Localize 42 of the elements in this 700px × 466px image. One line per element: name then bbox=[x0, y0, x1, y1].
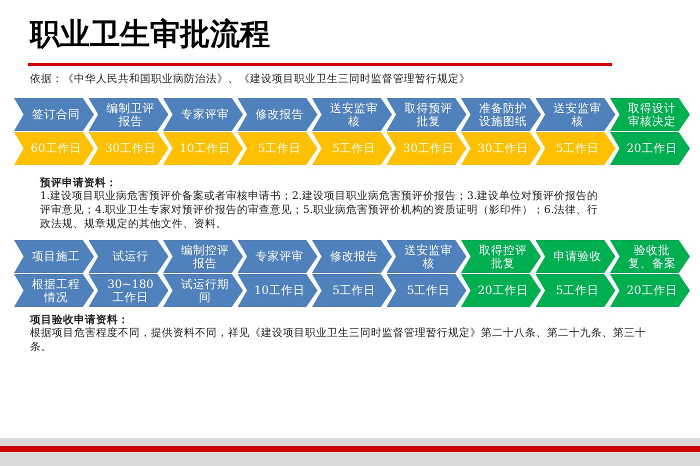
chevron-step: 项目施工 bbox=[14, 240, 94, 273]
chevron-step: 送安监审核 bbox=[312, 98, 392, 131]
requirements-paragraph: 1.建设项目职业病危害预评价备案或者审核申请书；2.建设项目职业病危害预评价报告；3.建设单位对预评价报告的评审意见；4.职业卫生专家对预评价报告的审查意见；5.职业病危害预评价机构的资质证明（影印件）；6.法律、行政法规、规章规定的其他文件、资料。 bbox=[40, 189, 600, 231]
chevron-step: 5工作日 bbox=[238, 132, 318, 165]
chevron-step: 30工作日 bbox=[386, 132, 466, 165]
chevron-step: 取得预评批复 bbox=[386, 98, 466, 131]
section-heading: 预评申请资料： bbox=[40, 176, 118, 190]
chevron-step: 签订合同 bbox=[14, 98, 94, 131]
chevron-step: 20工作日 bbox=[461, 274, 541, 307]
chevron-step: 申请验收 bbox=[536, 240, 616, 273]
chevron-step: 60工作日 bbox=[14, 132, 94, 165]
requirements-paragraph: 根据项目危害程度不同，提供资料不同，祥见《建设项目职业卫生三同时监督管理暂行规定》第二十八条、第二十九条、第三十条。 bbox=[30, 326, 647, 354]
chevron-step: 5工作日 bbox=[312, 132, 392, 165]
chevron-step: 5工作日 bbox=[536, 274, 616, 307]
chevron-step: 根据工程情况 bbox=[14, 274, 94, 307]
chevron-step: 5工作日 bbox=[536, 132, 616, 165]
chevron-step: 5工作日 bbox=[312, 274, 392, 307]
chevron-step: 专家评审 bbox=[238, 240, 318, 273]
chevron-step: 试运行期间 bbox=[163, 274, 243, 307]
chevron-step: 30~180工作日 bbox=[88, 274, 168, 307]
section-heading: 项目验收申请资料： bbox=[30, 313, 130, 327]
title: 职业卫生审批流程 bbox=[30, 16, 270, 54]
chevron-step: 送安监审核 bbox=[536, 98, 616, 131]
chevron-step: 修改报告 bbox=[238, 98, 318, 131]
chevron-step: 取得控评批复 bbox=[461, 240, 541, 273]
chevron-step: 编制卫评报告 bbox=[88, 98, 168, 131]
chevron-step: 送安监审核 bbox=[386, 240, 466, 273]
chevron-step: 编制控评报告 bbox=[163, 240, 243, 273]
chevron-step: 验收批复、备案 bbox=[610, 240, 690, 273]
chevron-step: 取得设计审核决定 bbox=[610, 98, 690, 131]
chevron-step: 30工作日 bbox=[88, 132, 168, 165]
chevron-step: 5工作日 bbox=[386, 274, 466, 307]
chevron-step: 10工作日 bbox=[238, 274, 318, 307]
chevron-step: 20工作日 bbox=[610, 132, 690, 165]
chevron-step: 试运行 bbox=[88, 240, 168, 273]
chevron-step: 10工作日 bbox=[163, 132, 243, 165]
chevron-step: 专家评审 bbox=[163, 98, 243, 131]
chevron-step: 修改报告 bbox=[312, 240, 392, 273]
chevron-step: 准备防护设施图纸 bbox=[461, 98, 541, 131]
basis-note: 依据：《中华人民共和国职业病防治法》、《建设项目职业卫生三同时监督管理暂行规定》 bbox=[30, 72, 471, 86]
chevron-step: 30工作日 bbox=[461, 132, 541, 165]
chevron-step: 20工作日 bbox=[610, 274, 690, 307]
